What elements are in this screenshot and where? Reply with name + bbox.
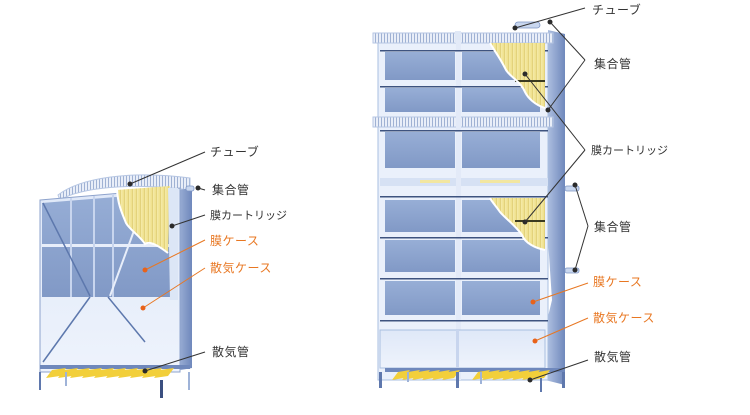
large-header-pipe-upper-label: 集合管 [594,57,632,71]
large-unit [372,21,580,392]
small-membrane-case-label: 膜ケース [210,234,260,248]
large-diffuser-case-label: 散気ケース [593,311,655,325]
large-membrane-cartridge-label: 膜カートリッジ [591,144,668,157]
large-membrane-case-label: 膜ケース [593,275,643,289]
large-diffuser-pipe-label: 散気管 [594,350,632,364]
small-header-pipe-label: 集合管 [212,183,250,197]
large-header-pipe-lower-label: 集合管 [594,220,632,234]
small-tube-label: チューブ [210,145,260,159]
small-unit [39,174,195,398]
large-tube-label: チューブ [592,3,642,17]
small-diffuser-case-label: 散気ケース [210,261,272,275]
small-membrane-cartridge-label: 膜カートリッジ [210,209,287,222]
diffuser-arms-small [46,368,174,378]
small-diffuser-pipe-label: 散気管 [212,345,250,359]
leader-lines [127,7,589,383]
